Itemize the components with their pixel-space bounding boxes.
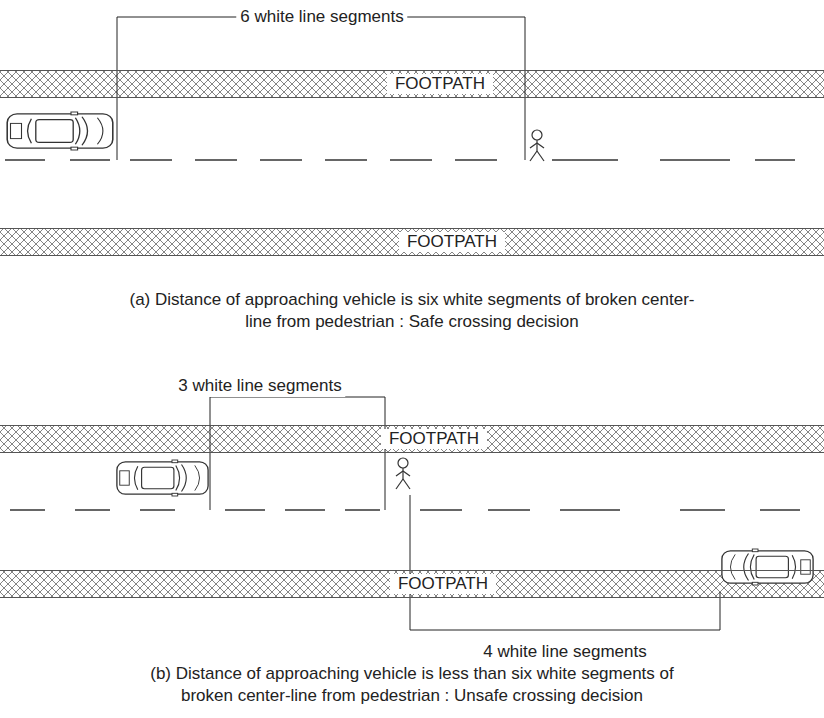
figure-caption: (b) Distance of approaching vehicle is l… <box>118 663 706 707</box>
centre-line-dash <box>760 509 800 510</box>
centre-line-dash <box>552 159 618 160</box>
centre-line-dash <box>130 159 172 160</box>
dimension-label: 4 white line segments <box>479 641 650 663</box>
dimension-label: 6 white line segments <box>236 6 407 28</box>
centre-line-dash <box>70 159 110 160</box>
centre-line-dash <box>455 159 497 160</box>
centre-line-dash <box>75 509 110 510</box>
centre-line-dash <box>5 159 45 160</box>
centre-line-dash <box>488 509 530 510</box>
footpath-band: FOOTPATH <box>0 425 824 453</box>
footpath-band: FOOTPATH <box>0 70 824 98</box>
figure-caption: (a) Distance of approaching vehicle is s… <box>118 289 706 333</box>
footpath-band: FOOTPATH <box>0 570 824 598</box>
dimension-label: 3 white line segments <box>174 375 345 397</box>
centre-line-dash <box>195 159 237 160</box>
centre-line-dash <box>560 509 620 510</box>
footpath-label: FOOTPATH <box>390 574 496 594</box>
centre-line-dash <box>420 509 462 510</box>
footpath-label: FOOTPATH <box>399 232 505 252</box>
centre-line-dash <box>10 509 45 510</box>
centre-line-dash <box>260 159 302 160</box>
footpath-band: FOOTPATH <box>0 228 824 256</box>
centre-line-dash <box>390 159 432 160</box>
centre-line-dash <box>345 509 380 510</box>
centre-line-dash <box>680 509 725 510</box>
footpath-label: FOOTPATH <box>381 429 487 449</box>
centre-line-dash <box>755 159 795 160</box>
centre-line-dash <box>225 509 265 510</box>
centre-line-dash <box>285 509 325 510</box>
centre-line-dash <box>660 159 730 160</box>
footpath-label: FOOTPATH <box>387 74 493 94</box>
centre-line-dash <box>325 159 367 160</box>
centre-line-dash <box>140 509 175 510</box>
